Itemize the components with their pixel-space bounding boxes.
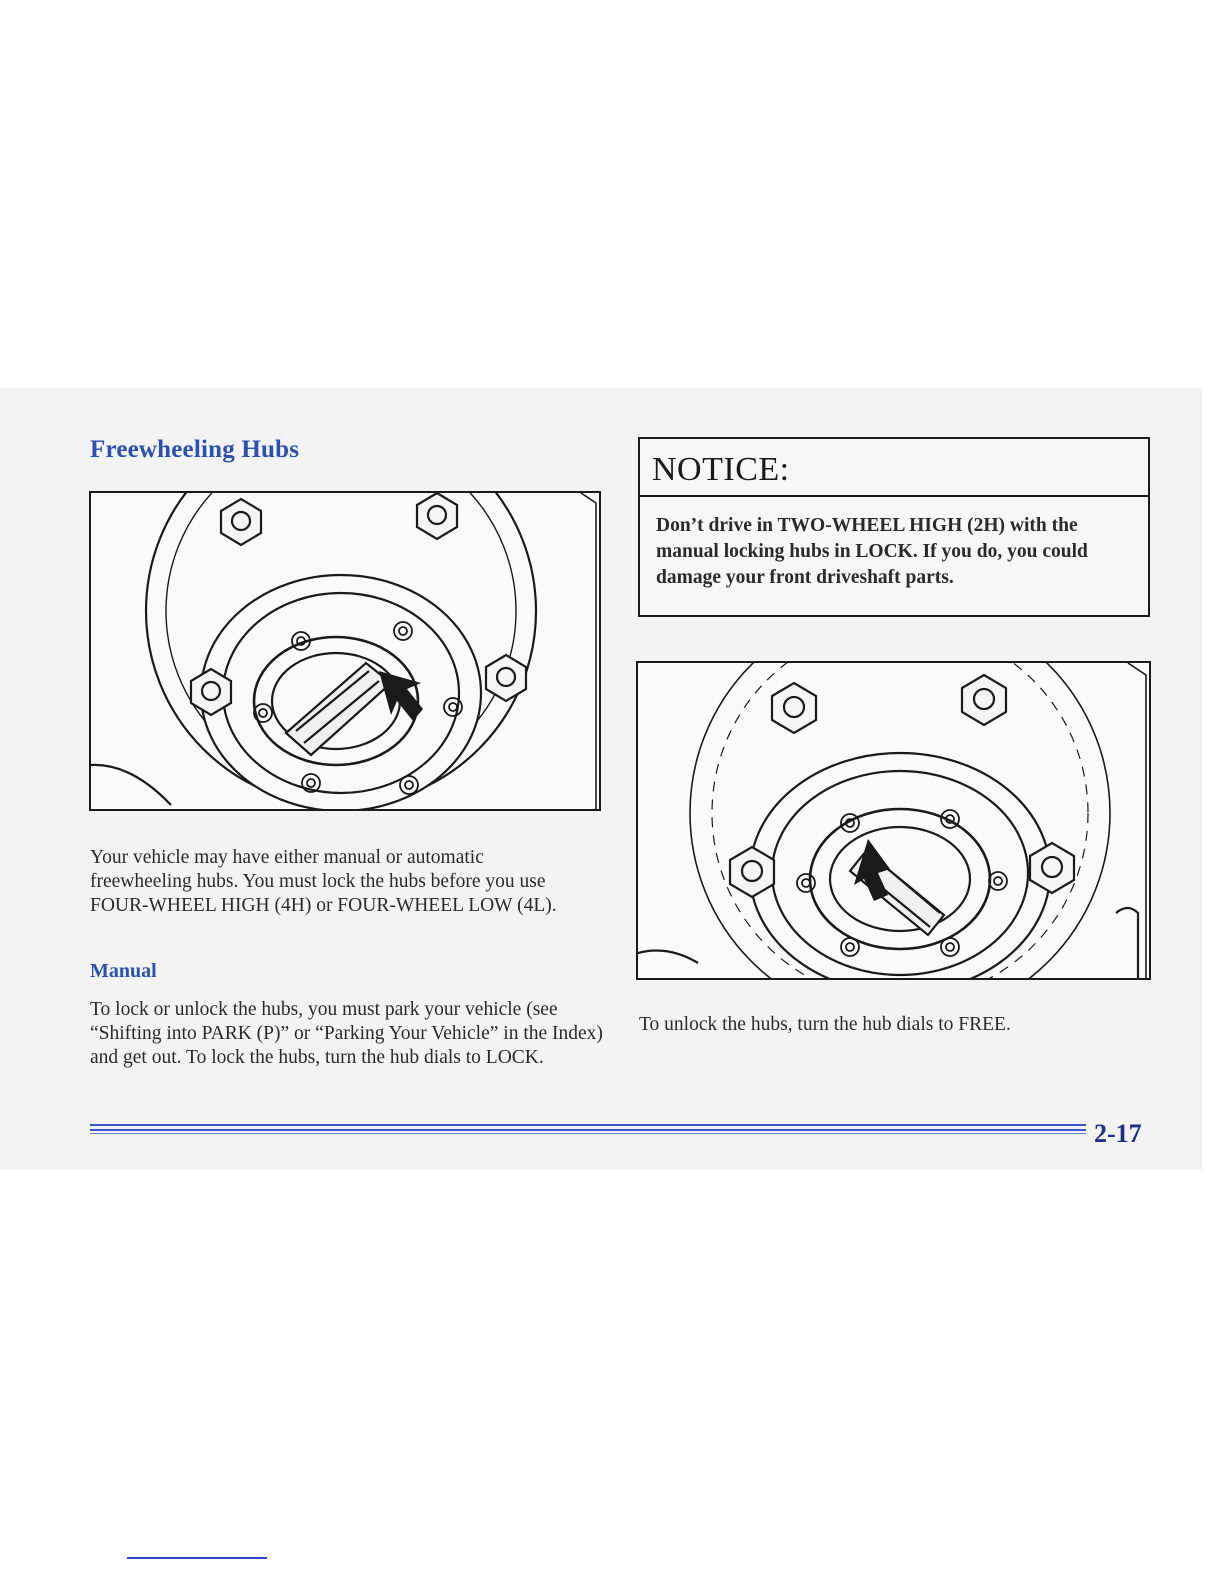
manual-paragraph: To lock or unlock the hubs, you must par… [90, 999, 603, 1068]
intro-paragraph: Your vehicle may have either manual or a… [90, 847, 557, 916]
notice-body: Don’t drive in TWO-WHEEL HIGH (2H) with … [656, 515, 1088, 588]
page-number: 2-17 [1094, 1119, 1142, 1148]
hub-lock-illustration [89, 491, 601, 811]
hub-lock-icon [91, 493, 597, 809]
section-title: Freewheeling Hubs [90, 436, 300, 463]
unlock-paragraph: To unlock the hubs, turn the hub dials t… [639, 1014, 1011, 1035]
notice-box: NOTICE: Don’t drive in TWO-WHEEL HIGH (2… [638, 437, 1150, 617]
footer-rule [90, 1124, 1086, 1136]
notice-header: NOTICE: [640, 439, 1148, 497]
hub-free-icon [638, 663, 1147, 978]
hub-free-illustration [636, 661, 1151, 980]
notice-title: NOTICE: [652, 451, 790, 488]
bottom-rule [127, 1557, 267, 1559]
manual-heading: Manual [90, 960, 157, 982]
